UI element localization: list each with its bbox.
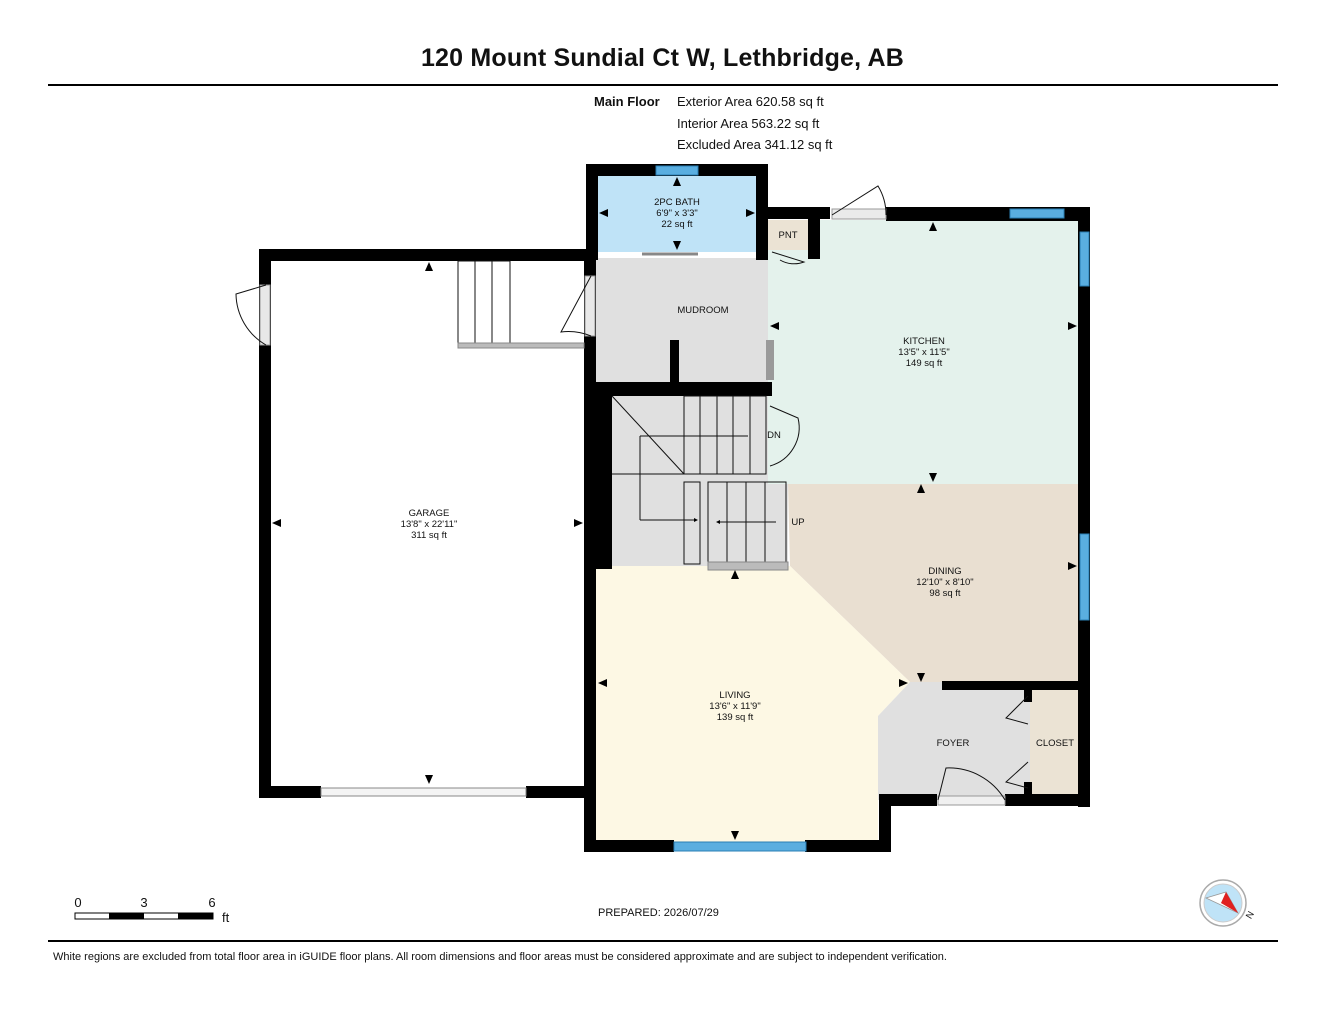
kitchen-exterior-door (831, 185, 887, 216)
north-compass-icon: N (1199, 879, 1257, 927)
pantry-door (771, 251, 806, 265)
garage-side-door (235, 284, 267, 346)
dining-area: 98 sq ft (929, 588, 961, 599)
mudroom-fill (596, 258, 771, 388)
interior-area: Interior Area 563.22 sq ft (677, 116, 820, 131)
front-door (937, 767, 1006, 801)
stair-up-label: UP (791, 517, 804, 528)
floor-label: Main Floor (594, 94, 660, 109)
dining-dims: 12'10" x 8'10" (916, 577, 973, 588)
dining-fill (788, 484, 1080, 682)
scale-tick-0: 0 (74, 895, 81, 910)
compass-letter: N (1244, 909, 1257, 921)
garage-dims: 13'8" x 22'11" (401, 519, 458, 530)
openings (235, 185, 1029, 806)
mudroom-door (560, 275, 592, 337)
footer-divider (48, 940, 1278, 942)
bath-area: 22 sq ft (661, 219, 693, 230)
prepared-date: PREPARED: 2026/07/29 (598, 907, 719, 919)
closet-name: CLOSET (1036, 738, 1074, 749)
kitchen-name: KITCHEN (903, 336, 945, 347)
stair-fill (610, 396, 788, 566)
window-dining-right (1079, 533, 1090, 621)
excluded-area: Excluded Area 341.12 sq ft (677, 137, 833, 152)
living-dims: 13'6" x 11'9" (709, 701, 760, 712)
dimension-arrows (272, 177, 1077, 840)
disclaimer: White regions are excluded from total fl… (53, 951, 947, 963)
kitchen-dims: 13'5" x 11'5" (898, 347, 949, 358)
window-living-bottom (673, 841, 807, 852)
room-labels: 2PC BATH 6'9" x 3'3" 22 sq ft PNT MUDROO… (401, 197, 1075, 749)
scale-tick-3: 3 (140, 895, 147, 910)
scale-bar: 0 3 6 ft (74, 895, 229, 925)
kitchen-area: 149 sq ft (906, 358, 943, 369)
garage-overhead-door (320, 787, 527, 797)
closet-door-top (1005, 695, 1029, 725)
bath-name: 2PC BATH (654, 197, 700, 208)
kitchen-fill (768, 220, 1080, 484)
scale-tick-6: 6 (208, 895, 215, 910)
foyer-name: FOYER (937, 738, 970, 749)
living-fill (596, 566, 910, 842)
dining-name: DINING (928, 566, 961, 577)
living-area: 139 sq ft (717, 712, 754, 723)
scale-unit: ft (222, 910, 230, 925)
bath-fill (596, 174, 758, 252)
window-bath (655, 165, 699, 176)
windows (655, 165, 1090, 852)
foyer-fill (878, 682, 1030, 800)
pantry-name: PNT (779, 230, 798, 241)
exterior-area: Exterior Area 620.58 sq ft (677, 94, 824, 109)
window-kitchen-right (1079, 231, 1090, 287)
page-title: 120 Mount Sundial Ct W, Lethbridge, AB (420, 44, 905, 72)
basement-door (769, 405, 800, 467)
garage-name: GARAGE (409, 508, 450, 519)
window-kitchen-top (1009, 208, 1065, 219)
room-fills (596, 174, 1080, 842)
living-name: LIVING (719, 690, 750, 701)
stair-down-label: DN (767, 430, 781, 441)
pantry-fill (768, 220, 808, 250)
title-divider (48, 84, 1278, 86)
closet-fill (1030, 690, 1080, 794)
bath-dims: 6'9" x 3'3" (656, 208, 698, 219)
stairs (457, 260, 789, 571)
mudroom-name: MUDROOM (677, 305, 728, 316)
closet-door-bottom (1004, 761, 1029, 789)
garage-area: 311 sq ft (411, 530, 447, 541)
